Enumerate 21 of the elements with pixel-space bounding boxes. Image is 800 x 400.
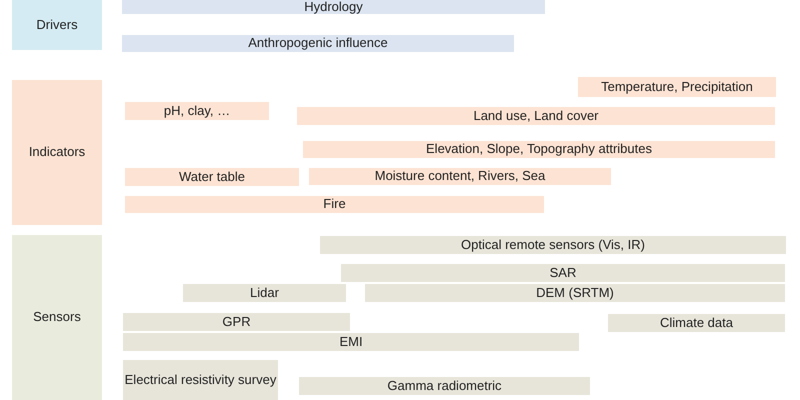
category-box: Drivers <box>12 0 102 50</box>
range-bar: Electrical resistivity survey <box>123 360 278 400</box>
range-bar: Land use, Land cover <box>297 107 775 125</box>
range-bar: pH, clay, … <box>125 102 269 120</box>
range-bar: DEM (SRTM) <box>365 284 785 302</box>
range-bar: Elevation, Slope, Topography attributes <box>303 141 775 158</box>
range-bar: Optical remote sensors (Vis, IR) <box>320 236 786 254</box>
range-bar: Water table <box>125 168 299 186</box>
range-bar: Anthropogenic influence <box>122 35 514 52</box>
range-bar: Moisture content, Rivers, Sea <box>309 168 611 185</box>
category-box: Indicators <box>12 80 102 225</box>
category-box: Sensors <box>12 235 102 400</box>
range-bar: GPR <box>123 313 350 331</box>
range-bar: EMI <box>123 333 579 351</box>
range-bar: Fire <box>125 196 544 213</box>
range-bar: Hydrology <box>122 0 545 14</box>
range-bar: SAR <box>341 264 785 282</box>
range-bar: Temperature, Precipitation <box>578 77 776 97</box>
range-bar: Lidar <box>183 284 346 302</box>
range-bar: Gamma radiometric <box>299 377 590 395</box>
range-bar: Climate data <box>608 314 785 332</box>
